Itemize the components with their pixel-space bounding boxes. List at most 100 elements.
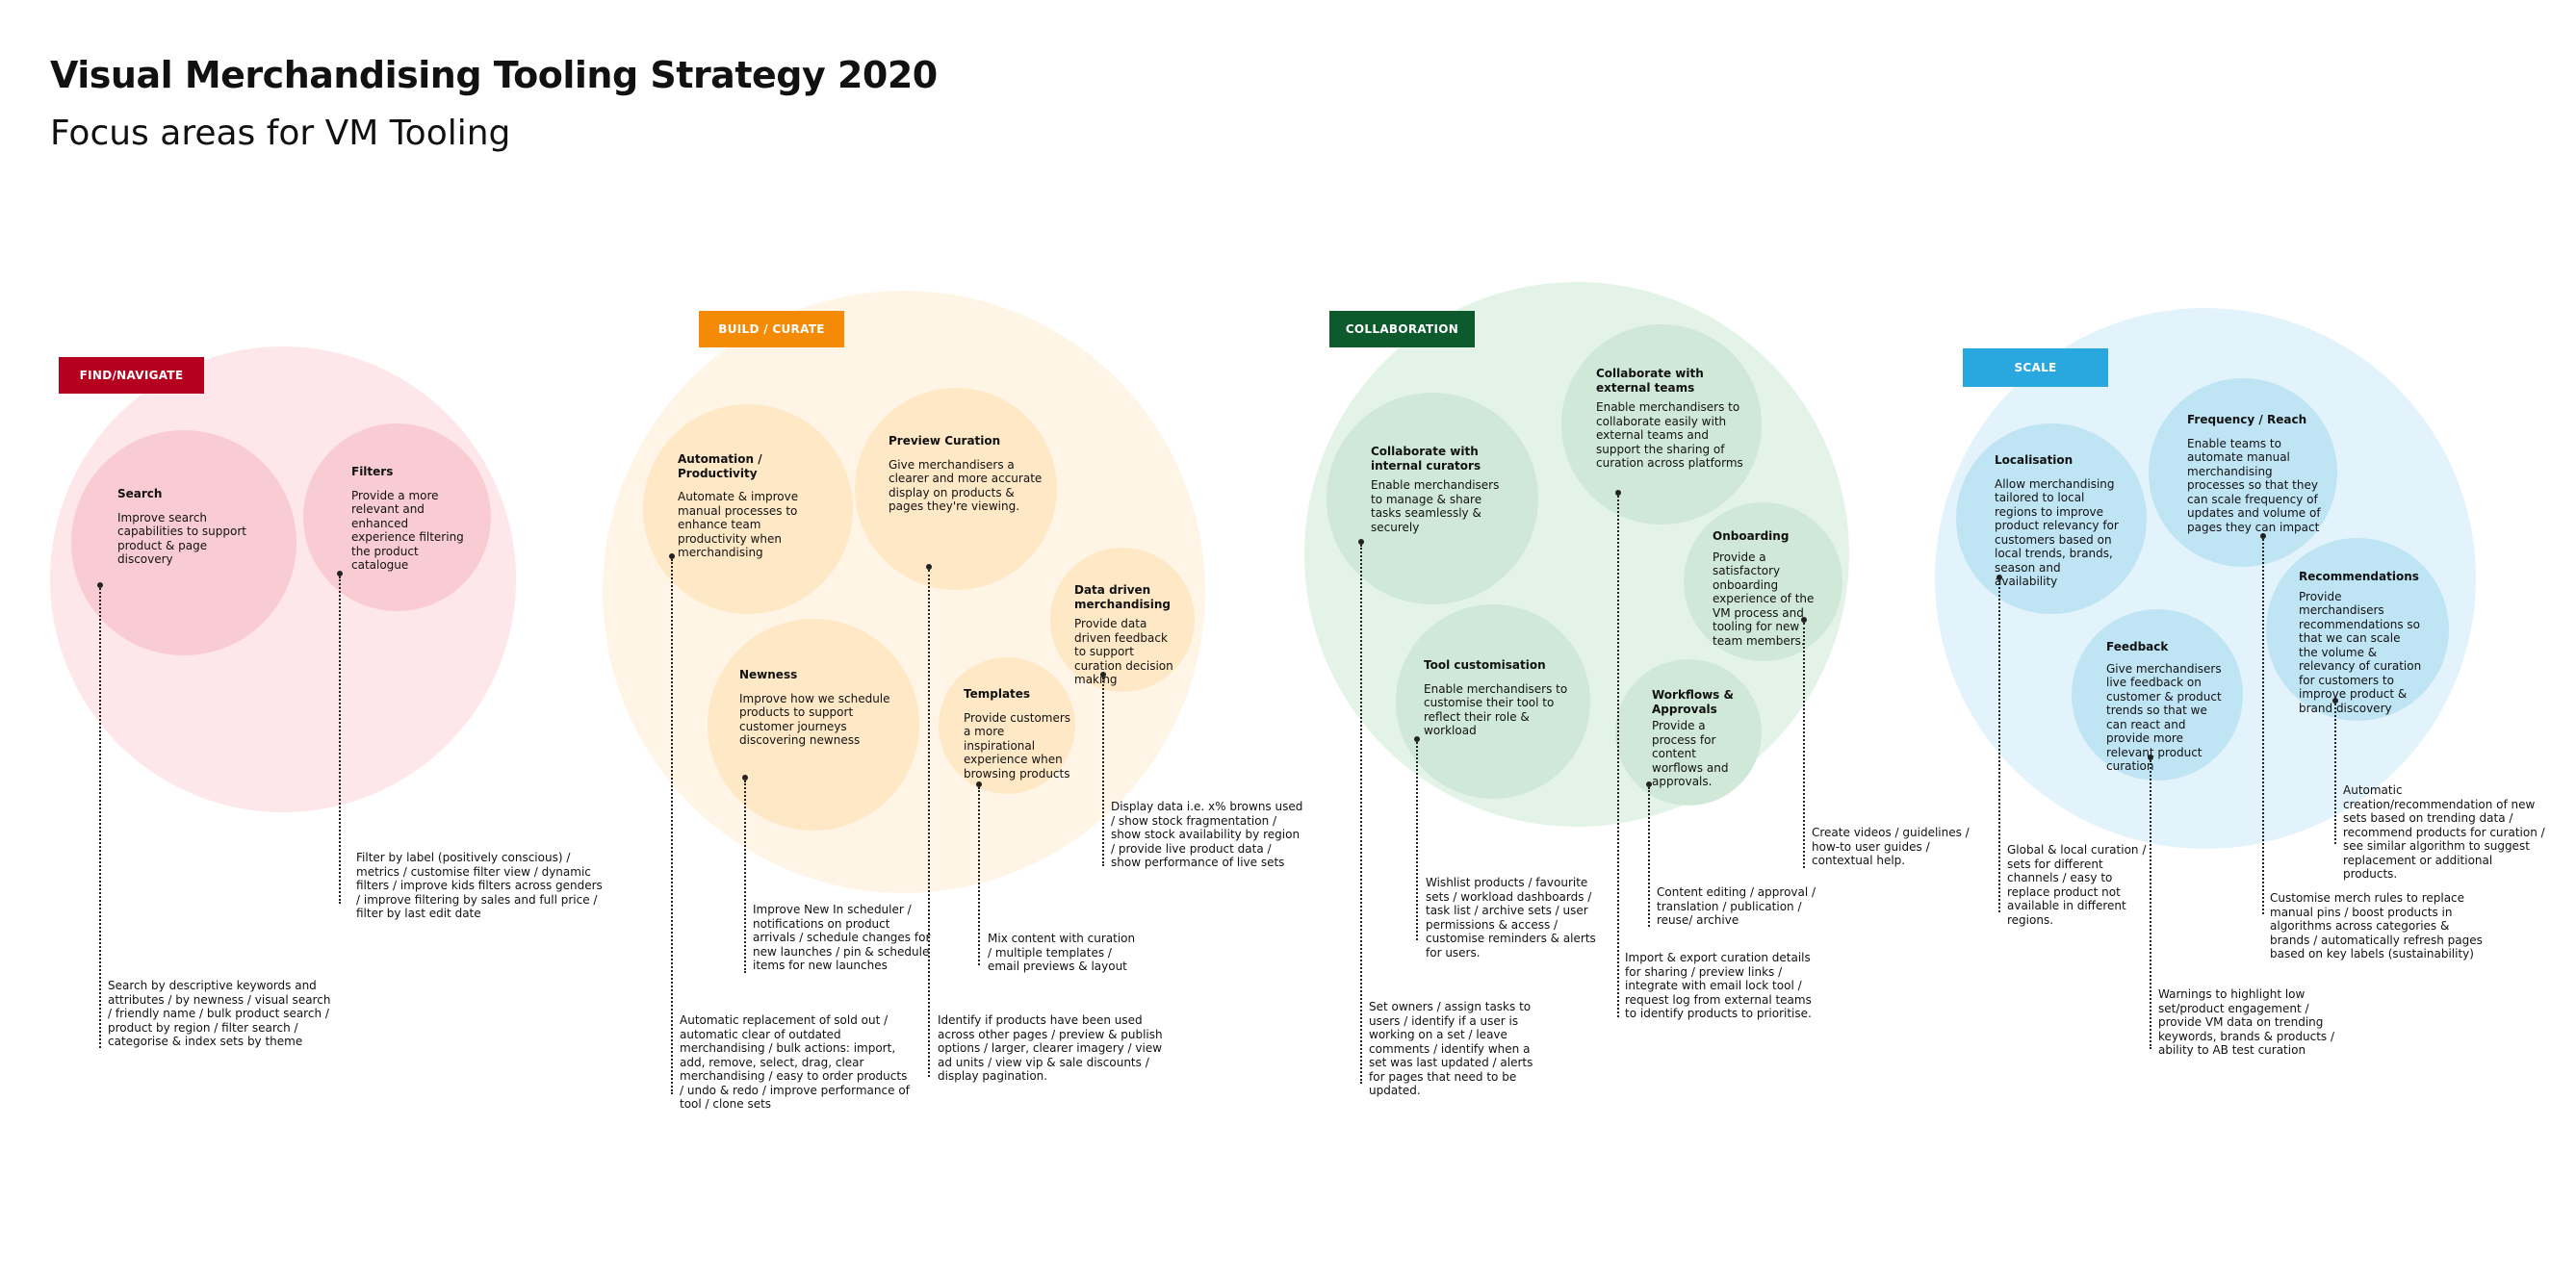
newness-heading: Newness <box>739 668 798 681</box>
customisation-detail: Wishlist products / favourite sets / wor… <box>1426 876 1596 960</box>
recommendations-body: Provide merchandisers recommendations so… <box>2299 589 2422 715</box>
recommendations-detail: Automatic creation/recommendation of new… <box>2343 783 2545 881</box>
build-curate-tag: BUILD / CURATE <box>699 311 844 347</box>
workflows-connector-line <box>1648 787 1650 927</box>
customisation-body: Enable merchandisers to customise their … <box>1424 681 1568 738</box>
preview-circle <box>855 388 1057 590</box>
preview-detail: Identify if products have been used acro… <box>938 1013 1163 1083</box>
external-body: Enable merchandisers to collaborate easi… <box>1596 400 1743 470</box>
search-connector-line <box>99 588 101 1048</box>
search-area: Search Improve search capabilities to su… <box>117 487 252 567</box>
newness-body: Improve how we schedule products to supp… <box>739 691 890 748</box>
find-navigate-tag: FIND/NAVIGATE <box>59 357 204 394</box>
templates-area: Templates Provide customers a more inspi… <box>964 687 1071 781</box>
templates-circle <box>939 657 1075 794</box>
workflows-body: Provide a process for content worflows a… <box>1652 719 1729 788</box>
preview-area: Preview Curation Give merchandisers a cl… <box>889 434 1043 514</box>
workflows-connector-dot <box>1646 781 1652 787</box>
search-body: Improve search capabilities to support p… <box>117 510 246 567</box>
frequency-circle <box>2149 378 2337 567</box>
feedback-area: Feedback Give merchandisers live feedbac… <box>2106 640 2227 774</box>
external-connector-line <box>1617 496 1619 1017</box>
filters-connector-line <box>339 576 341 904</box>
frequency-connector-dot <box>2260 533 2266 539</box>
data-driven-circle <box>1050 548 1195 692</box>
workflows-heading: Workflows & Approvals <box>1652 688 1734 716</box>
customisation-area: Tool customisation Enable merchandisers … <box>1424 658 1583 738</box>
templates-heading: Templates <box>964 687 1031 701</box>
filters-heading: Filters <box>351 465 394 478</box>
templates-detail: Mix content with curation / multiple tem… <box>988 932 1136 973</box>
frequency-detail: Customise merch rules to replace manual … <box>2270 891 2483 960</box>
customisation-connector-dot <box>1414 736 1420 742</box>
data-driven-connector-dot <box>1100 672 1106 678</box>
onboarding-area: Onboarding Provide a satisfactory onboar… <box>1713 529 1833 648</box>
feedback-heading: Feedback <box>2106 640 2169 653</box>
data-driven-heading: Data driven merchandising <box>1074 583 1171 611</box>
filters-circle <box>303 423 491 611</box>
internal-area: Collaborate with internal curators Enabl… <box>1371 445 1506 534</box>
onboarding-heading: Onboarding <box>1713 529 1790 543</box>
external-circle <box>1561 324 1762 525</box>
data-driven-detail: Display data i.e. x% browns used / show … <box>1111 800 1303 869</box>
internal-connector-dot <box>1358 539 1364 545</box>
frequency-connector-line <box>2262 539 2264 914</box>
page-title: Visual Merchandising Tooling Strategy 20… <box>50 54 938 96</box>
localisation-body: Allow merchandising tailored to local re… <box>1995 476 2119 589</box>
customisation-connector-line <box>1416 742 1418 940</box>
frequency-area: Frequency / Reach Enable teams to automa… <box>2187 413 2327 534</box>
search-detail: Search by descriptive keywords and attri… <box>108 979 331 1048</box>
external-connector-dot <box>1615 490 1621 496</box>
frequency-heading: Frequency / Reach <box>2187 413 2307 426</box>
frequency-body: Enable teams to automate manual merchand… <box>2187 436 2321 534</box>
templates-connector-dot <box>976 781 982 787</box>
automation-area: Automation / Productivity Automate & imp… <box>678 452 834 560</box>
recommendations-connector-dot <box>2332 698 2338 704</box>
recommendations-area: Recommendations Provide merchandisers re… <box>2299 570 2422 715</box>
onboarding-connector-dot <box>1801 617 1807 623</box>
scale-tag: SCALE <box>1963 348 2108 387</box>
filters-detail: Filter by label (positively conscious) /… <box>356 851 603 920</box>
preview-heading: Preview Curation <box>889 434 1001 448</box>
preview-connector-dot <box>926 564 932 570</box>
workflows-circle <box>1615 659 1762 806</box>
external-area: Collaborate with external teams Enable m… <box>1596 367 1745 471</box>
recommendations-connector-line <box>2334 704 2336 844</box>
customisation-circle <box>1396 604 1590 799</box>
localisation-area: Localisation Allow merchandising tailore… <box>1995 453 2122 589</box>
newness-connector-dot <box>742 775 748 781</box>
customisation-heading: Tool customisation <box>1424 658 1546 672</box>
internal-heading: Collaborate with internal curators <box>1371 445 1481 473</box>
filters-connector-dot <box>337 571 343 576</box>
onboarding-connector-line <box>1803 623 1805 868</box>
localisation-connector-dot <box>1996 575 2002 580</box>
data-driven-area: Data driven merchandising Provide data d… <box>1074 583 1182 687</box>
automation-body: Automate & improve manual processes to e… <box>678 490 799 559</box>
workflows-area: Workflows & Approvals Provide a process … <box>1652 688 1748 789</box>
external-detail: Import & export curation details for sha… <box>1625 951 1812 1020</box>
automation-circle <box>643 404 853 614</box>
localisation-circle <box>1956 423 2147 614</box>
automation-connector-line <box>671 559 673 1094</box>
internal-detail: Set owners / assign tasks to users / ide… <box>1369 1000 1533 1097</box>
automation-heading: Automation / Productivity <box>678 452 762 480</box>
newness-connector-line <box>744 781 746 973</box>
onboarding-circle <box>1684 502 1842 661</box>
localisation-connector-line <box>1998 580 2000 912</box>
page-subtitle: Focus areas for VM Tooling <box>50 114 511 153</box>
templates-body: Provide customers a more inspirational e… <box>964 710 1071 781</box>
feedback-body: Give merchandisers live feedback on cust… <box>2106 661 2222 774</box>
filters-body: Provide a more relevant and enhanced exp… <box>351 488 464 573</box>
recommendations-circle <box>2266 538 2449 721</box>
preview-body: Give merchandisers a clearer and more ac… <box>889 457 1043 514</box>
newness-circle <box>708 619 919 831</box>
newness-area: Newness Improve how we schedule products… <box>739 668 898 748</box>
data-driven-connector-line <box>1102 678 1104 866</box>
automation-connector-dot <box>669 553 675 559</box>
feedback-detail: Warnings to highlight low set/product en… <box>2158 987 2335 1057</box>
onboarding-detail: Create videos / guidelines / how-to user… <box>1812 826 1970 867</box>
internal-connector-line <box>1360 545 1362 1084</box>
workflows-detail: Content editing / approval / translation… <box>1657 885 1816 927</box>
search-connector-dot <box>97 582 103 588</box>
localisation-detail: Global & local curation / sets for diffe… <box>2007 843 2147 927</box>
